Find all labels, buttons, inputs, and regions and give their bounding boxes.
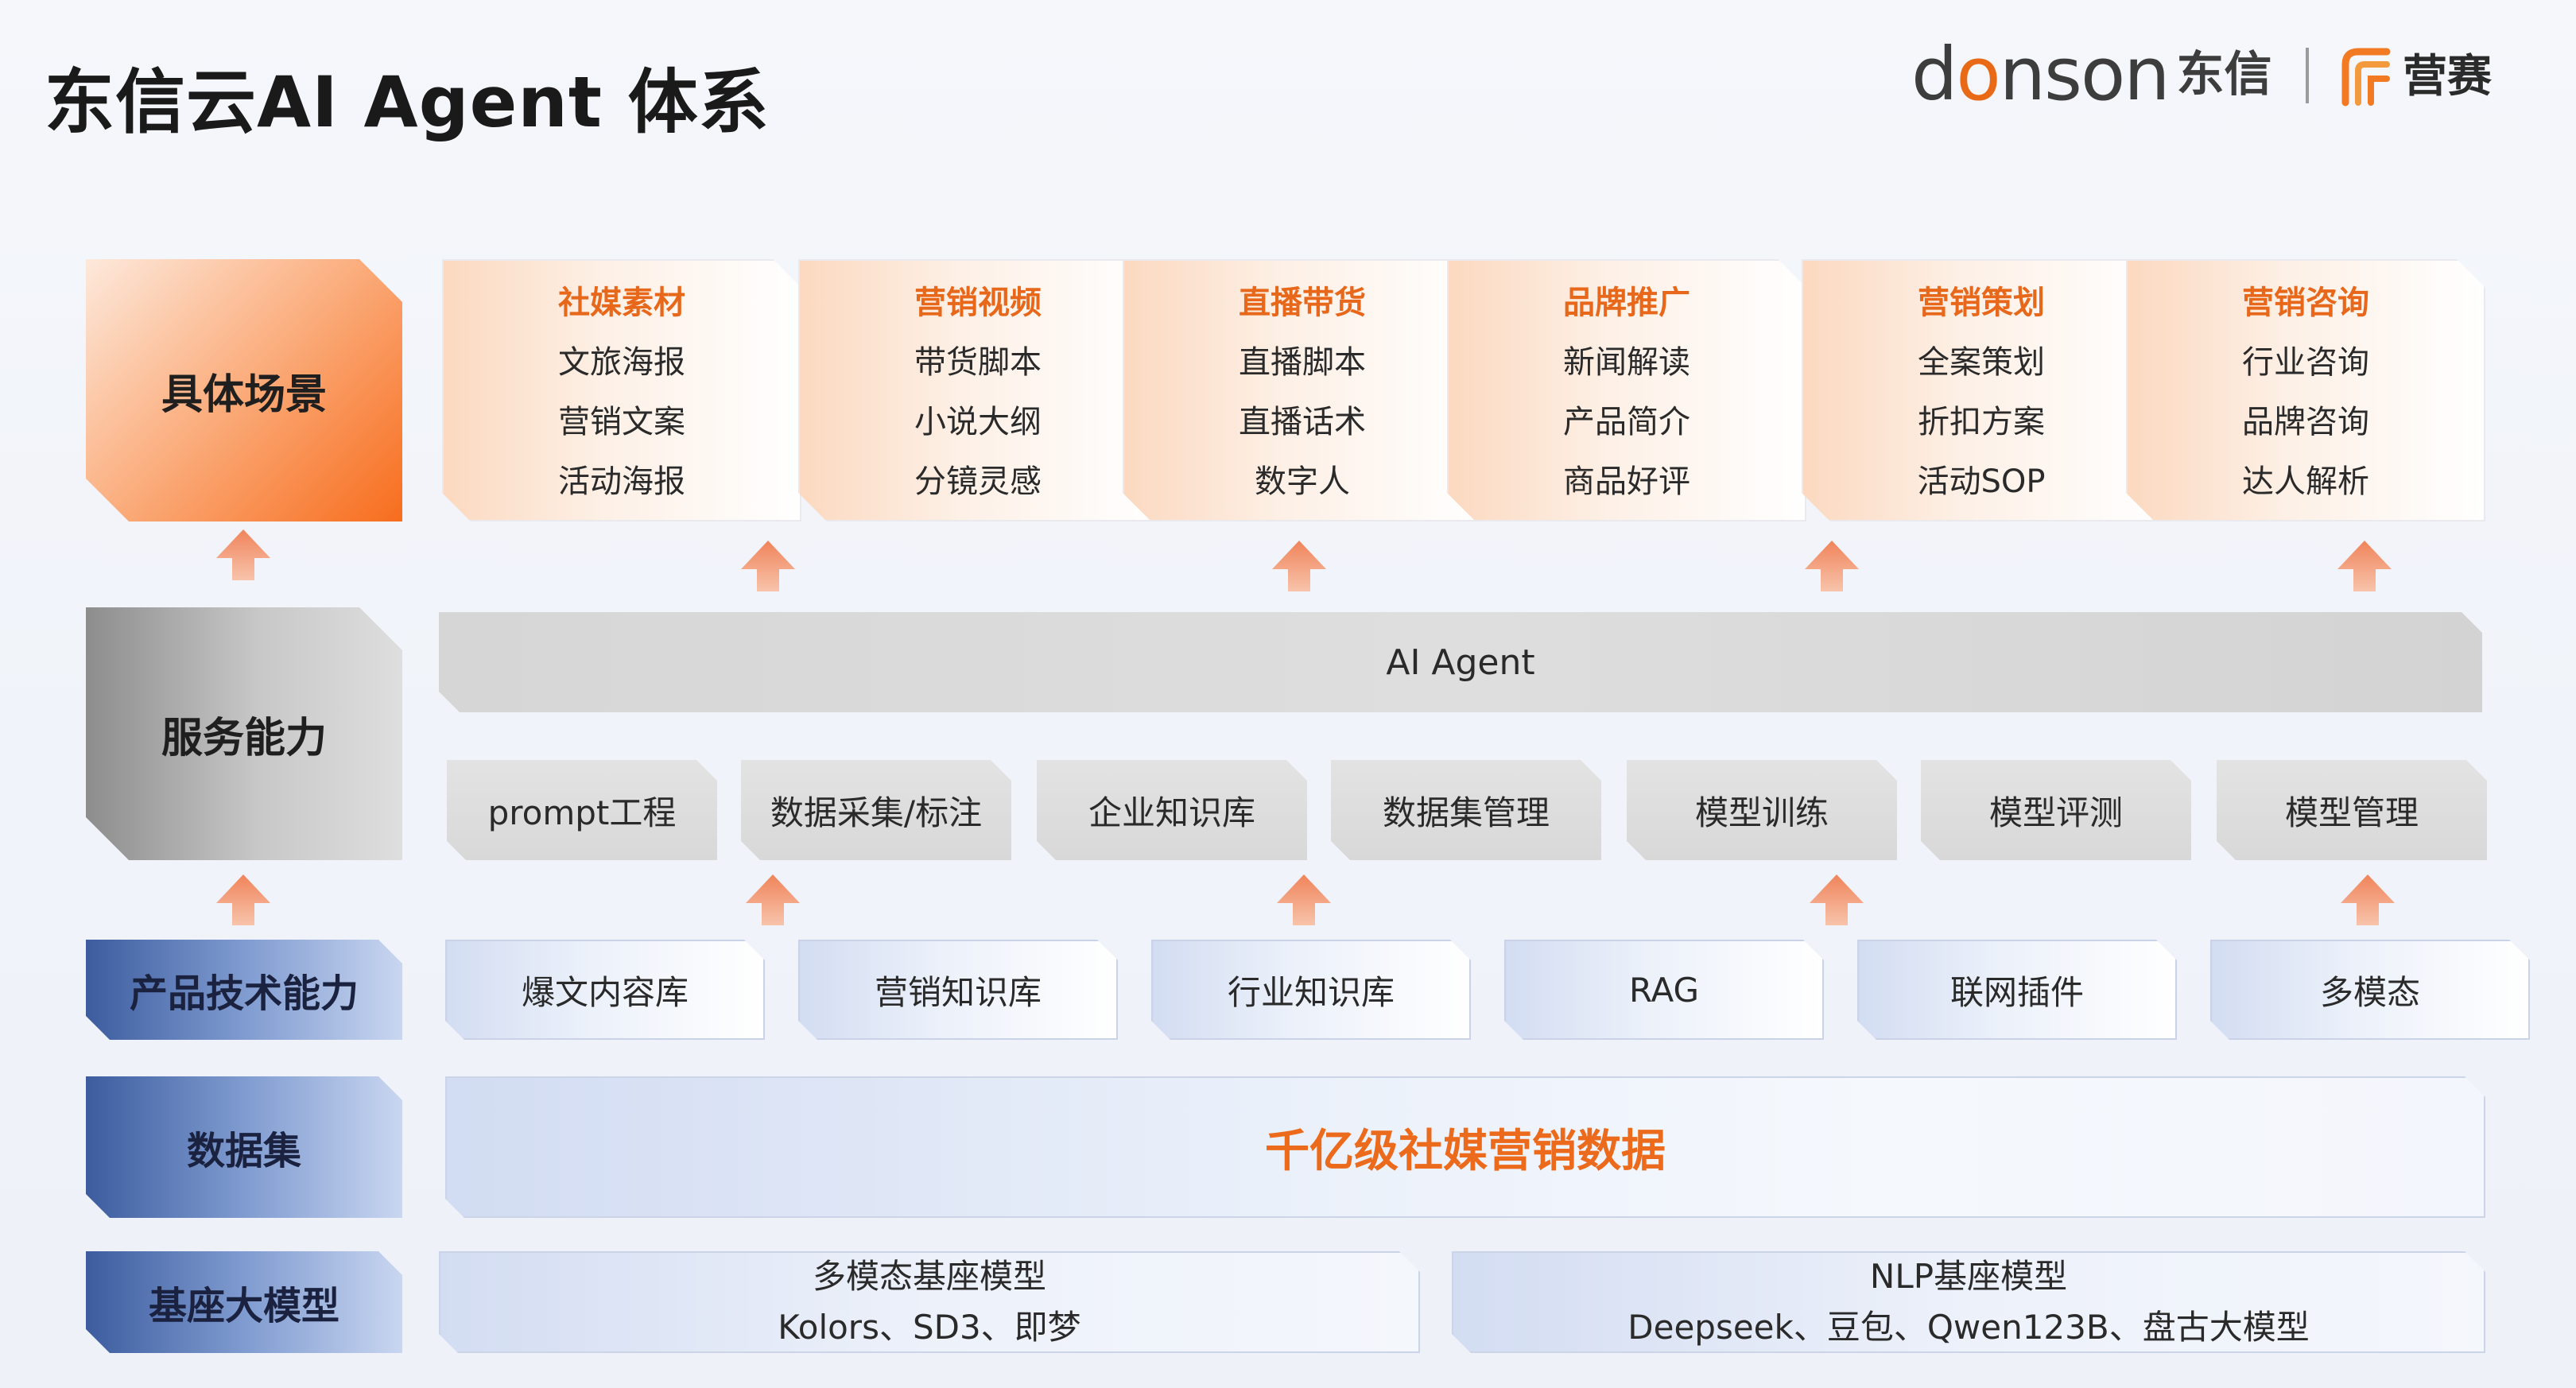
scene-card-consulting: 营销咨询 行业咨询 品牌咨询 达人解析: [2126, 259, 2485, 521]
scene-title: 营销策划: [1918, 285, 2045, 321]
yingsai-logo-icon: [2341, 48, 2391, 107]
up-arrow-icon: [1810, 874, 1864, 925]
scene-item: 活动海报: [558, 463, 685, 500]
base-model-title: NLP基座模型: [1869, 1257, 2068, 1296]
up-arrow-icon: [741, 541, 795, 591]
page-title: 东信云AI Agent 体系: [45, 61, 770, 143]
scene-title: 营销视频: [914, 285, 1042, 321]
base-model-multimodal: 多模态基座模型 Kolors、SD3、即梦: [439, 1251, 1420, 1353]
base-model-nlp: NLP基座模型 Deepseek、豆包、Qwen123B、盘古大模型: [1452, 1251, 2485, 1353]
scene-title: 社媒素材: [558, 285, 685, 321]
scene-item: 品牌咨询: [2242, 404, 2369, 440]
scene-item: 全案策划: [1918, 344, 2045, 381]
layer-label-dataset: 数据集: [86, 1076, 402, 1218]
donson-logo-cn: 东信: [2176, 47, 2272, 103]
product-multimodal: 多模态: [2210, 940, 2530, 1040]
scene-item: 小说大纲: [914, 404, 1042, 440]
capability-knowledge-base: 企业知识库: [1037, 760, 1307, 860]
scene-item: 数字人: [1255, 463, 1350, 500]
scene-item: 分镜灵感: [914, 463, 1042, 500]
scene-item: 文旅海报: [558, 344, 685, 381]
capability-dataset-mgmt: 数据集管理: [1331, 760, 1601, 860]
up-arrow-icon: [1805, 541, 1859, 591]
scene-item: 达人解析: [2242, 463, 2369, 500]
ai-agent-bar: AI Agent: [439, 612, 2482, 712]
scene-item: 行业咨询: [2242, 344, 2369, 381]
scene-item: 营销文案: [558, 404, 685, 440]
product-rag: RAG: [1504, 940, 1824, 1040]
product-marketing-kb: 营销知识库: [798, 940, 1118, 1040]
up-arrow-icon: [1272, 541, 1326, 591]
capability-model-mgmt: 模型管理: [2217, 760, 2487, 860]
product-viral-content: 爆文内容库: [445, 940, 765, 1040]
scene-item: 活动SOP: [1917, 463, 2046, 500]
scene-title: 直播带货: [1239, 285, 1366, 321]
base-model-title: 多模态基座模型: [812, 1257, 1046, 1296]
yingsai-logo: 营赛: [2341, 41, 2492, 113]
layer-label-scene: 具体场景: [86, 259, 402, 521]
scene-card-video: 营销视频 带货脚本 小说大纲 分镜灵感: [798, 259, 1158, 521]
donson-logo: donson 东信: [1911, 37, 2277, 113]
scene-item: 产品简介: [1563, 404, 1690, 440]
scene-card-live: 直播带货 直播脚本 直播话术 数字人: [1123, 259, 1482, 521]
product-web-plugin: 联网插件: [1857, 940, 2177, 1040]
base-model-list: Kolors、SD3、即梦: [778, 1308, 1081, 1347]
scene-card-social: 社媒素材 文旅海报 营销文案 活动海报: [442, 259, 801, 521]
product-industry-kb: 行业知识库: [1151, 940, 1471, 1040]
scene-item: 直播话术: [1239, 404, 1366, 440]
up-arrow-icon: [1277, 874, 1331, 925]
scene-item: 新闻解读: [1563, 344, 1690, 381]
base-model-list: Deepseek、豆包、Qwen123B、盘古大模型: [1627, 1308, 2310, 1347]
up-arrow-icon: [2337, 541, 2392, 591]
layer-label-model: 基座大模型: [86, 1251, 402, 1353]
up-arrow-icon: [216, 874, 270, 925]
capability-model-training: 模型训练: [1627, 760, 1897, 860]
layer-label-product: 产品技术能力: [86, 940, 402, 1040]
capability-data-collection: 数据采集/标注: [741, 760, 1011, 860]
scene-card-planning: 营销策划 全案策划 折扣方案 活动SOP: [1802, 259, 2161, 521]
capability-model-eval: 模型评测: [1921, 760, 2191, 860]
scene-item: 折扣方案: [1918, 404, 2045, 440]
capability-prompt: prompt工程: [447, 760, 717, 860]
scene-item: 直播脚本: [1239, 344, 1366, 381]
up-arrow-icon: [2341, 874, 2395, 925]
scene-item: 商品好评: [1563, 463, 1690, 500]
donson-logo-icon: donson: [1911, 32, 2171, 117]
up-arrow-icon: [746, 874, 800, 925]
scene-title: 营销咨询: [2242, 285, 2369, 321]
logo-divider: [2306, 48, 2309, 103]
up-arrow-icon: [216, 529, 270, 580]
dataset-banner: 千亿级社媒营销数据: [445, 1076, 2485, 1218]
layer-label-service: 服务能力: [86, 607, 402, 860]
scene-item: 带货脚本: [914, 344, 1042, 381]
yingsai-logo-cn: 营赛: [2403, 51, 2492, 103]
scene-title: 品牌推广: [1563, 285, 1690, 321]
scene-card-brand: 品牌推广 新闻解读 产品简介 商品好评: [1447, 259, 1806, 521]
